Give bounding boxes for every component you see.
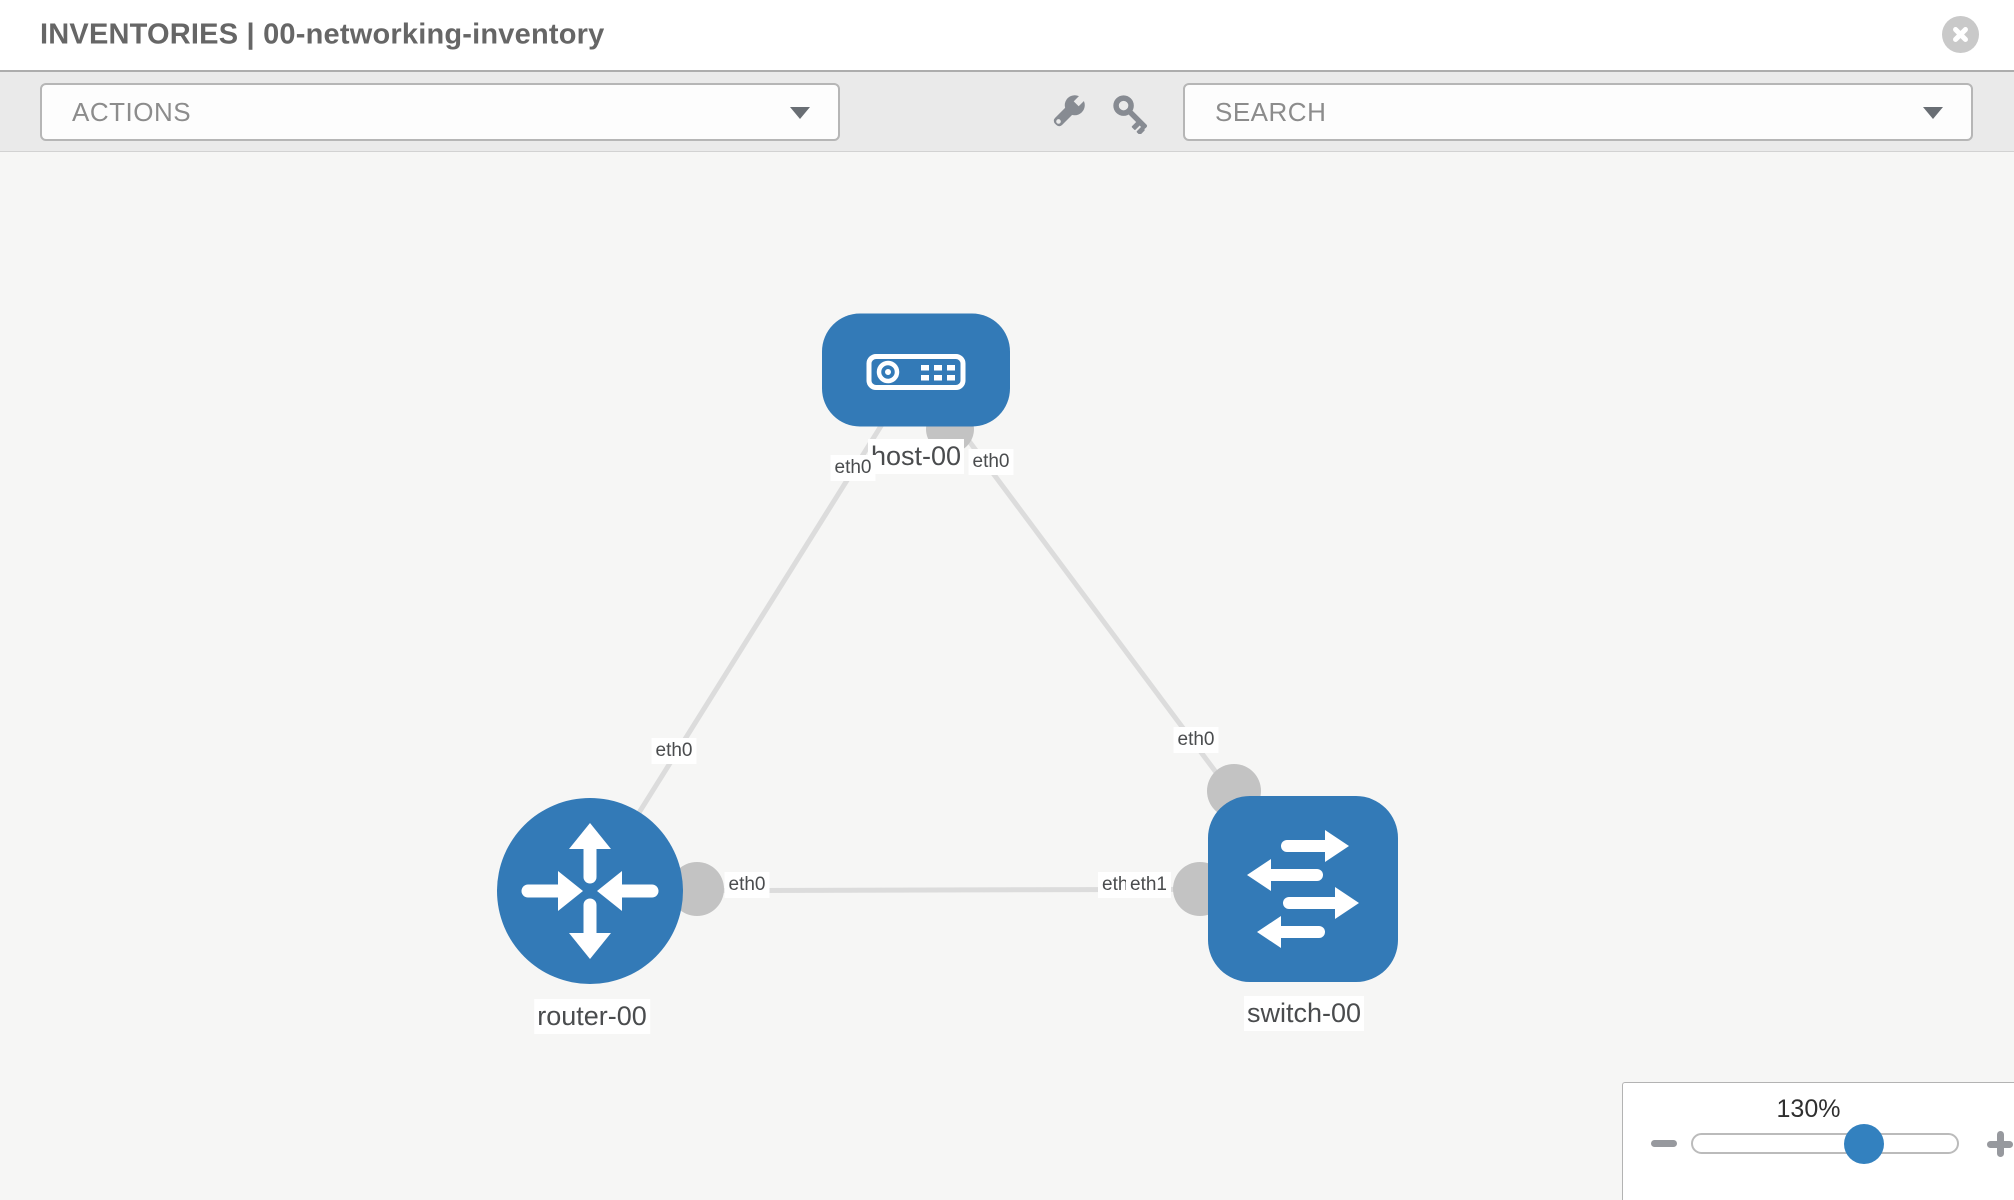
node-label-switch-00: switch-00 [1243,996,1365,1031]
toolbar: ACTIONS [0,72,2014,152]
wrench-icon [1053,94,1086,127]
node-label-router-00: router-00 [534,999,650,1034]
interface-label: eth0 [968,449,1014,475]
zoom-slider-thumb[interactable] [1843,1124,1884,1164]
search-placeholder: SEARCH [1215,96,1327,127]
close-button[interactable] [1942,16,1979,53]
credentials-button[interactable] [1110,92,1152,135]
chevron-down-icon [790,107,810,119]
actions-dropdown-label: ACTIONS [72,96,192,127]
zoom-slider-track[interactable] [1691,1133,1959,1154]
configure-button[interactable] [1046,92,1088,134]
search-dropdown[interactable]: SEARCH [1183,83,1973,141]
interface-label: eth1 [1126,872,1171,898]
interface-label: eth0 [651,738,697,764]
topology-svg [497,313,1398,984]
page-title: INVENTORIES | 00-networking-inventory [40,18,605,51]
zoom-level-value: 130% [1776,1095,1841,1123]
node-switch-00[interactable] [1208,796,1398,982]
interface-label: eth0 [830,455,876,481]
zoom-control-panel: 130% [1622,1082,2014,1200]
actions-dropdown[interactable]: ACTIONS [40,83,840,141]
interface-label: eth0 [724,872,770,898]
topology-canvas[interactable]: host-00 router-00 switch-00 eth0 eth0 eth0 eth… [0,152,2014,1200]
header-bar: INVENTORIES | 00-networking-inventory [0,0,2014,72]
key-icon [1113,95,1147,135]
node-label-host-00: host-00 [867,439,965,474]
interface-dot [670,862,724,916]
node-router-00[interactable] [497,798,683,984]
zoom-out-button[interactable] [1651,1140,1677,1147]
interface-label: eth0 [1173,727,1219,753]
chevron-down-icon [1923,107,1943,119]
node-host-00[interactable] [822,313,1010,427]
zoom-in-button[interactable] [1987,1131,2013,1157]
